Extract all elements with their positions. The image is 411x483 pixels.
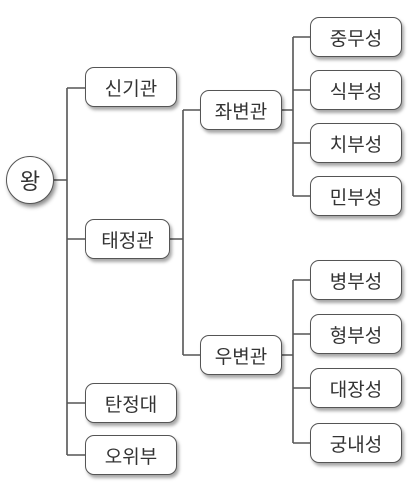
node-label: 태정관	[101, 229, 154, 252]
connector-left	[282, 36, 310, 197]
node-label: 식부성	[329, 80, 383, 103]
node-chibuseong: 치부성	[310, 123, 402, 163]
node-label: 형부성	[329, 324, 383, 347]
node-label: 민부성	[329, 186, 383, 209]
root-node-king: 왕	[6, 156, 54, 204]
node-label: 궁내성	[329, 433, 383, 456]
node-tanjeongdae: 탄정대	[85, 383, 177, 423]
node-singigwan: 신기관	[85, 67, 177, 107]
node-owibu: 오위부	[85, 435, 177, 475]
node-label: 중무성	[329, 27, 383, 50]
node-daejangseong: 대장성	[310, 368, 402, 408]
node-label: 오위부	[104, 445, 158, 468]
node-label: 병부성	[329, 270, 383, 293]
node-jungmuseong: 중무성	[310, 17, 402, 57]
node-label: 치부성	[329, 133, 383, 156]
node-label: 신기관	[104, 77, 158, 100]
root-label: 왕	[19, 170, 41, 195]
node-byeongbuseong: 병부성	[310, 260, 402, 300]
node-label: 좌변관	[214, 100, 268, 123]
node-hyeongbuseong: 형부성	[310, 314, 402, 354]
node-ubyeongwan: 우변관	[200, 335, 282, 375]
node-label: 우변관	[214, 345, 268, 368]
node-label: 대장성	[329, 378, 383, 401]
connector-root	[54, 87, 85, 456]
node-gungnaeseong: 궁내성	[310, 423, 402, 463]
node-minbuseong: 민부성	[310, 176, 402, 216]
connector-right	[282, 279, 310, 444]
node-label: 탄정대	[104, 393, 158, 416]
connector-taijokan	[170, 109, 200, 356]
node-jwabyeongwan: 좌변관	[200, 90, 282, 130]
node-sikbuseong: 식부성	[310, 70, 402, 110]
node-taejeonggwan: 태정관	[85, 219, 170, 259]
